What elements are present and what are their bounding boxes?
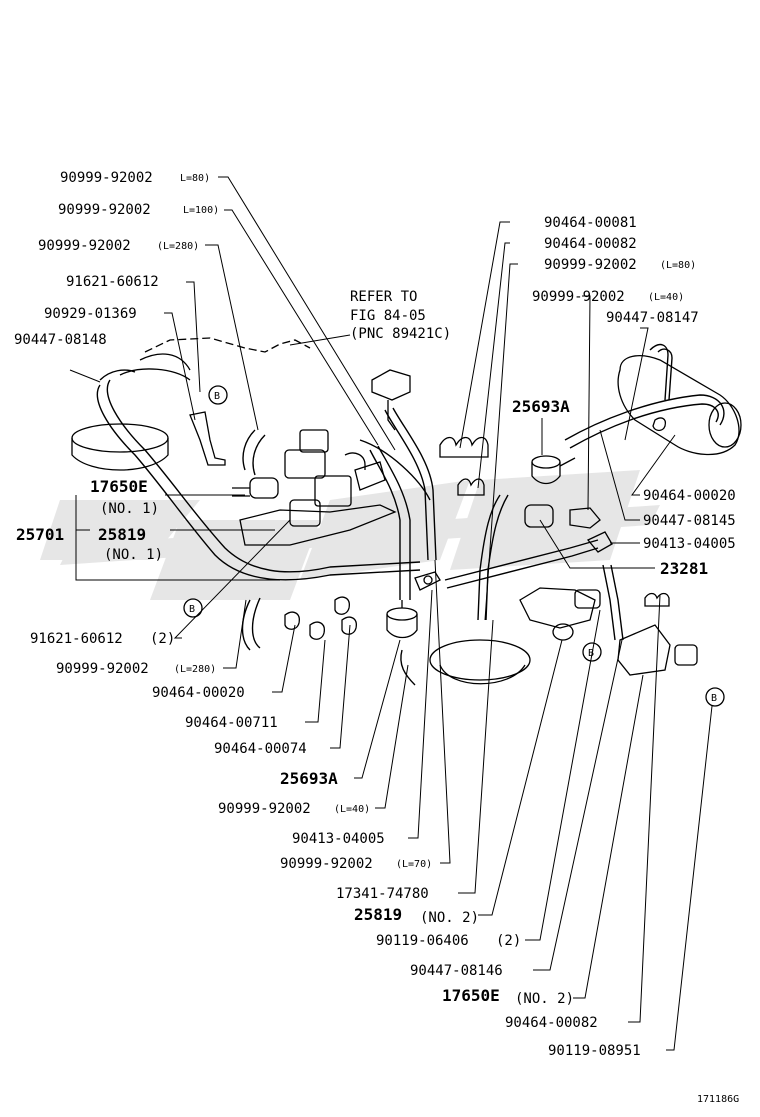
part-label: 90464-00081: [544, 215, 637, 231]
ref-marker-b: B: [582, 642, 602, 662]
part-label: 90119-06406: [376, 933, 469, 949]
part-label: 90999-92002: [38, 238, 131, 254]
part-label: 17341-74780: [336, 886, 429, 902]
part-note: (2): [150, 631, 175, 647]
part-note: (2): [496, 933, 521, 949]
part-label: 91621-60612: [66, 274, 159, 290]
part-label: 17650E: [90, 477, 148, 496]
part-note: (NO. 1): [104, 547, 163, 563]
part-note: (L=40): [648, 292, 684, 303]
hose-left: [96, 369, 421, 581]
part-label: 25819: [354, 905, 402, 924]
refer-line3: (PNC 89421C): [350, 326, 451, 342]
canister-left: [71, 423, 169, 471]
part-label: 23281: [660, 559, 708, 578]
part-label: 90464-00020: [643, 488, 736, 504]
part-label: 90464-00082: [505, 1015, 598, 1031]
svg-text:B: B: [711, 693, 717, 704]
part-label: 91621-60612: [30, 631, 123, 647]
part-note: (L=280): [157, 241, 199, 252]
hose-right-upper: [564, 343, 725, 449]
part-note: (L=280): [174, 664, 216, 675]
part-label: 25819: [98, 525, 146, 544]
part-label: 90999-92002: [280, 856, 373, 872]
part-note: (L=80): [660, 260, 696, 271]
part-label: 90447-08148: [14, 332, 107, 348]
svg-text:B: B: [189, 604, 195, 615]
part-label: 90464-00020: [152, 685, 245, 701]
figure-code: 171186G: [697, 1094, 739, 1105]
clips-top-center: [439, 436, 489, 496]
filter-25693a-upper: [531, 455, 576, 485]
refer-line1: REFER TO: [350, 289, 417, 305]
part-note: (NO. 1): [100, 501, 159, 517]
vsv-cluster-left: [232, 429, 397, 546]
part-label: 90413-04005: [643, 536, 736, 552]
part-note: (L=40): [334, 804, 370, 815]
part-note: L=80): [180, 173, 210, 184]
part-label: 90464-00711: [185, 715, 278, 731]
part-note: (NO. 2): [420, 910, 479, 926]
hoses-right-lower: [444, 494, 624, 641]
hoses-center: [241, 407, 437, 651]
part-label: 90413-04005: [292, 831, 385, 847]
part-label: 90447-08146: [410, 963, 503, 979]
bottom-oval-part: [429, 639, 531, 685]
part-label: 25693A: [512, 397, 570, 416]
part-label: 90929-01369: [44, 306, 137, 322]
tee-fitting-lower: [414, 571, 441, 591]
part-label: 90447-08145: [643, 513, 736, 529]
part-label: 90999-92002: [58, 202, 151, 218]
engine-outline: [119, 337, 311, 381]
connector-ref-fig: [371, 369, 411, 431]
part-label: 90999-92002: [544, 257, 637, 273]
part-note: (L=70): [396, 859, 432, 870]
part-note: (NO. 2): [515, 991, 574, 1007]
refer-line2: FIG 84-05: [350, 308, 426, 324]
part-label: 90999-92002: [532, 289, 625, 305]
ref-marker-b: B: [183, 598, 203, 618]
ref-marker-b: B: [208, 385, 228, 405]
part-labels: 90999-92002 L=80) 90999-92002 L=100) 909…: [14, 170, 736, 1059]
part-label: 90999-92002: [56, 661, 149, 677]
part-label: 90447-08147: [606, 310, 699, 326]
svg-text:B: B: [214, 391, 220, 402]
part-label: 90119-08951: [548, 1043, 641, 1059]
part-note: L=100): [183, 205, 219, 216]
part-label: 17650E: [442, 986, 500, 1005]
clips-bottom-left: [284, 596, 357, 640]
refer-note: REFER TO FIG 84-05 (PNC 89421C): [289, 289, 451, 346]
leader-lines: [69, 176, 713, 1051]
canister-right: [617, 355, 742, 456]
part-label: 25701: [16, 525, 64, 544]
svg-text:B: B: [588, 648, 594, 659]
ref-markers: B B B B: [183, 385, 725, 707]
bracket-left: [189, 411, 226, 466]
part-label: 90999-92002: [218, 801, 311, 817]
filter-25693a-lower: [386, 600, 418, 686]
ref-marker-b: B: [705, 687, 725, 707]
part-label: 90464-00074: [214, 741, 307, 757]
part-label: 90999-92002: [60, 170, 153, 186]
part-label: 90464-00082: [544, 236, 637, 252]
part-label: 25693A: [280, 769, 338, 788]
